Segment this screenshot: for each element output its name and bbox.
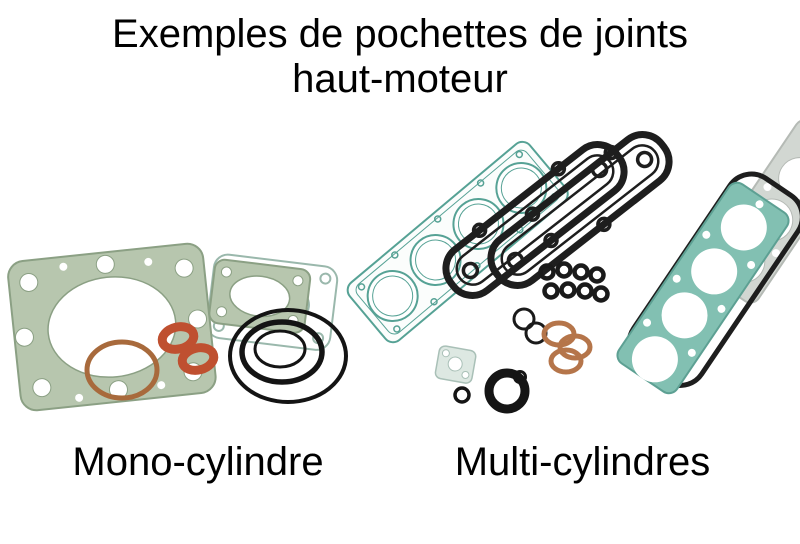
caption-multi-cylindres: Multi-cylindres [454, 440, 711, 484]
rocker-cover-gasket-2 [487, 131, 673, 289]
cylinder-base-gasket [7, 242, 217, 412]
title-line-2: haut-moteur [292, 57, 508, 101]
head-gasket-outline [346, 140, 569, 344]
caption-mono-cylindre: Mono-cylindre [72, 440, 324, 484]
valve-stem-seals [538, 261, 610, 303]
mono-gasket-set-photo [7, 242, 348, 412]
copper-ring [84, 339, 160, 401]
copper-washers [541, 320, 593, 375]
page-title: Exemples de pochettes de joints haut-mot… [0, 12, 800, 102]
exhaust-gaskets [157, 322, 219, 375]
o-rings [228, 308, 348, 404]
crank-seal [484, 368, 530, 414]
title-line-1: Exemples de pochettes de joints [112, 12, 688, 56]
tiny-o-ring [453, 386, 471, 404]
multi-gasket-set-photo [346, 120, 800, 414]
small-o-rings [512, 307, 548, 345]
small-plate-gasket [434, 345, 477, 384]
teal-head-gasket [616, 181, 790, 395]
